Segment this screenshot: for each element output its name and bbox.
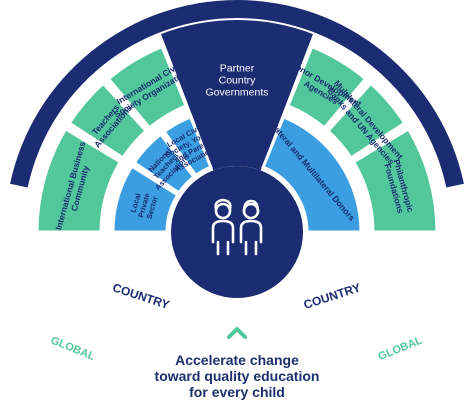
chevron-up-icon xyxy=(227,327,247,339)
global-segment-right-2 xyxy=(351,126,439,234)
country-ring-label-right: COUNTRY xyxy=(302,280,362,312)
caption-line-2: toward quality education xyxy=(154,368,320,384)
global-segment-right-0 xyxy=(285,44,368,130)
country-segment-left-0 xyxy=(111,164,180,234)
caption-line-1: Accelerate change xyxy=(175,352,299,368)
diagram-sectors xyxy=(10,0,464,298)
global-segment-right-1 xyxy=(325,81,407,161)
caption: Accelerate change toward quality educati… xyxy=(0,352,474,400)
center-wedge xyxy=(161,20,313,171)
global-segment-left-1 xyxy=(67,81,149,161)
children-icon xyxy=(211,198,263,256)
country-segment-left-2 xyxy=(162,115,213,178)
country-segment-right-0 xyxy=(261,115,363,234)
global-segment-left-2 xyxy=(106,44,189,130)
center-circle xyxy=(171,166,303,298)
country-ring-label-left: COUNTRY xyxy=(111,280,171,312)
outer-band xyxy=(10,0,464,188)
country-segment-left-1 xyxy=(132,132,197,195)
caption-line-3: for every child xyxy=(189,384,285,400)
global-segment-left-0 xyxy=(35,126,123,234)
